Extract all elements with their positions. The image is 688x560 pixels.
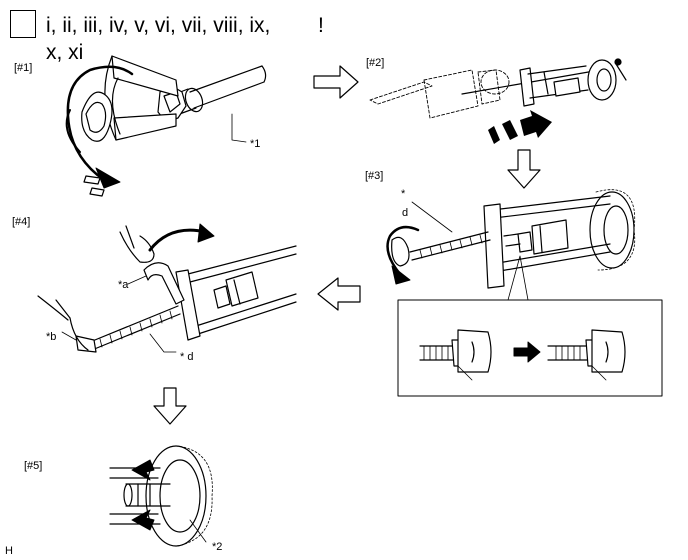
- step3-illustration: [386, 189, 663, 397]
- step-label-4: [#4]: [12, 216, 31, 228]
- step-label-1: [#1]: [14, 62, 33, 74]
- step-label-5: [#5]: [24, 460, 43, 472]
- arrow-down-2: [153, 387, 187, 425]
- figure-code: H: [5, 545, 13, 557]
- step-label-3: [#3]: [365, 170, 384, 182]
- callout-part-1: *1: [250, 138, 261, 150]
- header-exclamation-mark: !: [318, 14, 324, 37]
- callout-d-step3-star: *: [401, 188, 406, 200]
- arrow-down-1: [507, 149, 541, 189]
- step2-illustration: [369, 58, 627, 144]
- step4-illustration: [37, 223, 297, 353]
- step1-illustration: [65, 55, 267, 197]
- callout-part-2: *2: [212, 541, 223, 553]
- arrow-left-1: [317, 277, 361, 311]
- header-line-2: x, xi: [46, 41, 84, 64]
- header-line-1: i, ii, iii, iv, v, vi, vii, viii, ix,: [46, 14, 271, 37]
- callout-b: *b: [46, 331, 57, 343]
- callout-d-step3-letter: d: [402, 207, 409, 219]
- step-label-2: [#2]: [366, 57, 385, 69]
- header-checkbox-frame: [10, 10, 36, 38]
- arrow-right-1: [313, 65, 359, 99]
- callout-d-step4: * d: [180, 351, 194, 363]
- step5-illustration: [109, 445, 213, 547]
- callout-a: *a: [118, 279, 129, 291]
